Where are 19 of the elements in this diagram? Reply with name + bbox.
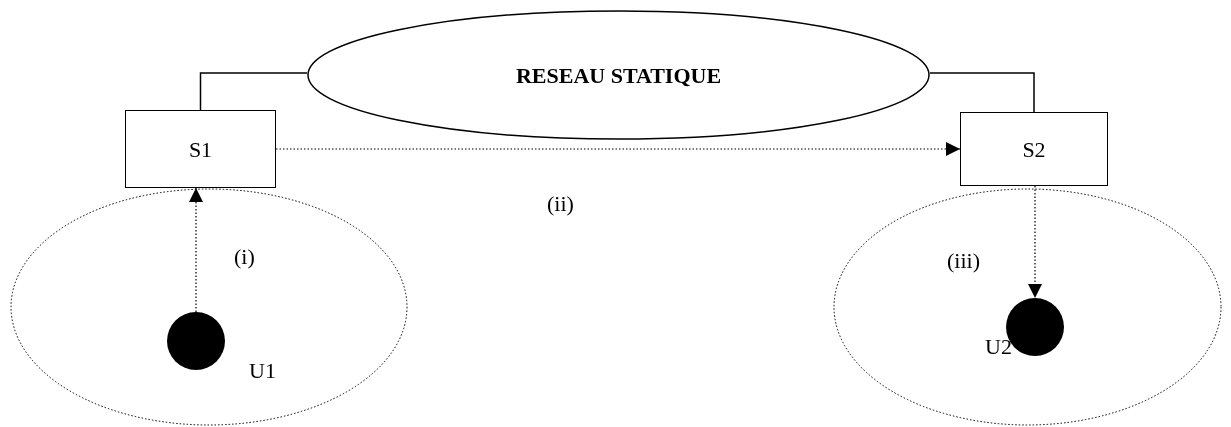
edge-label: (ii) <box>545 193 576 215</box>
arrow <box>189 187 203 313</box>
arrow <box>1028 185 1042 299</box>
node-label: RESEAU STATIQUE <box>515 61 722 90</box>
edge-label: (iii) <box>945 250 982 272</box>
node-caption: U2 <box>985 336 1012 358</box>
node-label: S2 <box>1022 135 1046 164</box>
edge-label: (i) <box>232 246 257 268</box>
user-dot <box>167 312 225 370</box>
arrow <box>275 142 961 156</box>
connector-line <box>929 72 1035 113</box>
station-box <box>125 110 276 188</box>
node-label: S1 <box>188 135 213 164</box>
cell-ellipse <box>833 188 1222 426</box>
connector-line <box>199 72 308 111</box>
network-ellipse <box>307 10 930 140</box>
node-caption: U1 <box>249 360 276 382</box>
cell-ellipse <box>10 188 408 426</box>
station-box <box>960 112 1108 186</box>
